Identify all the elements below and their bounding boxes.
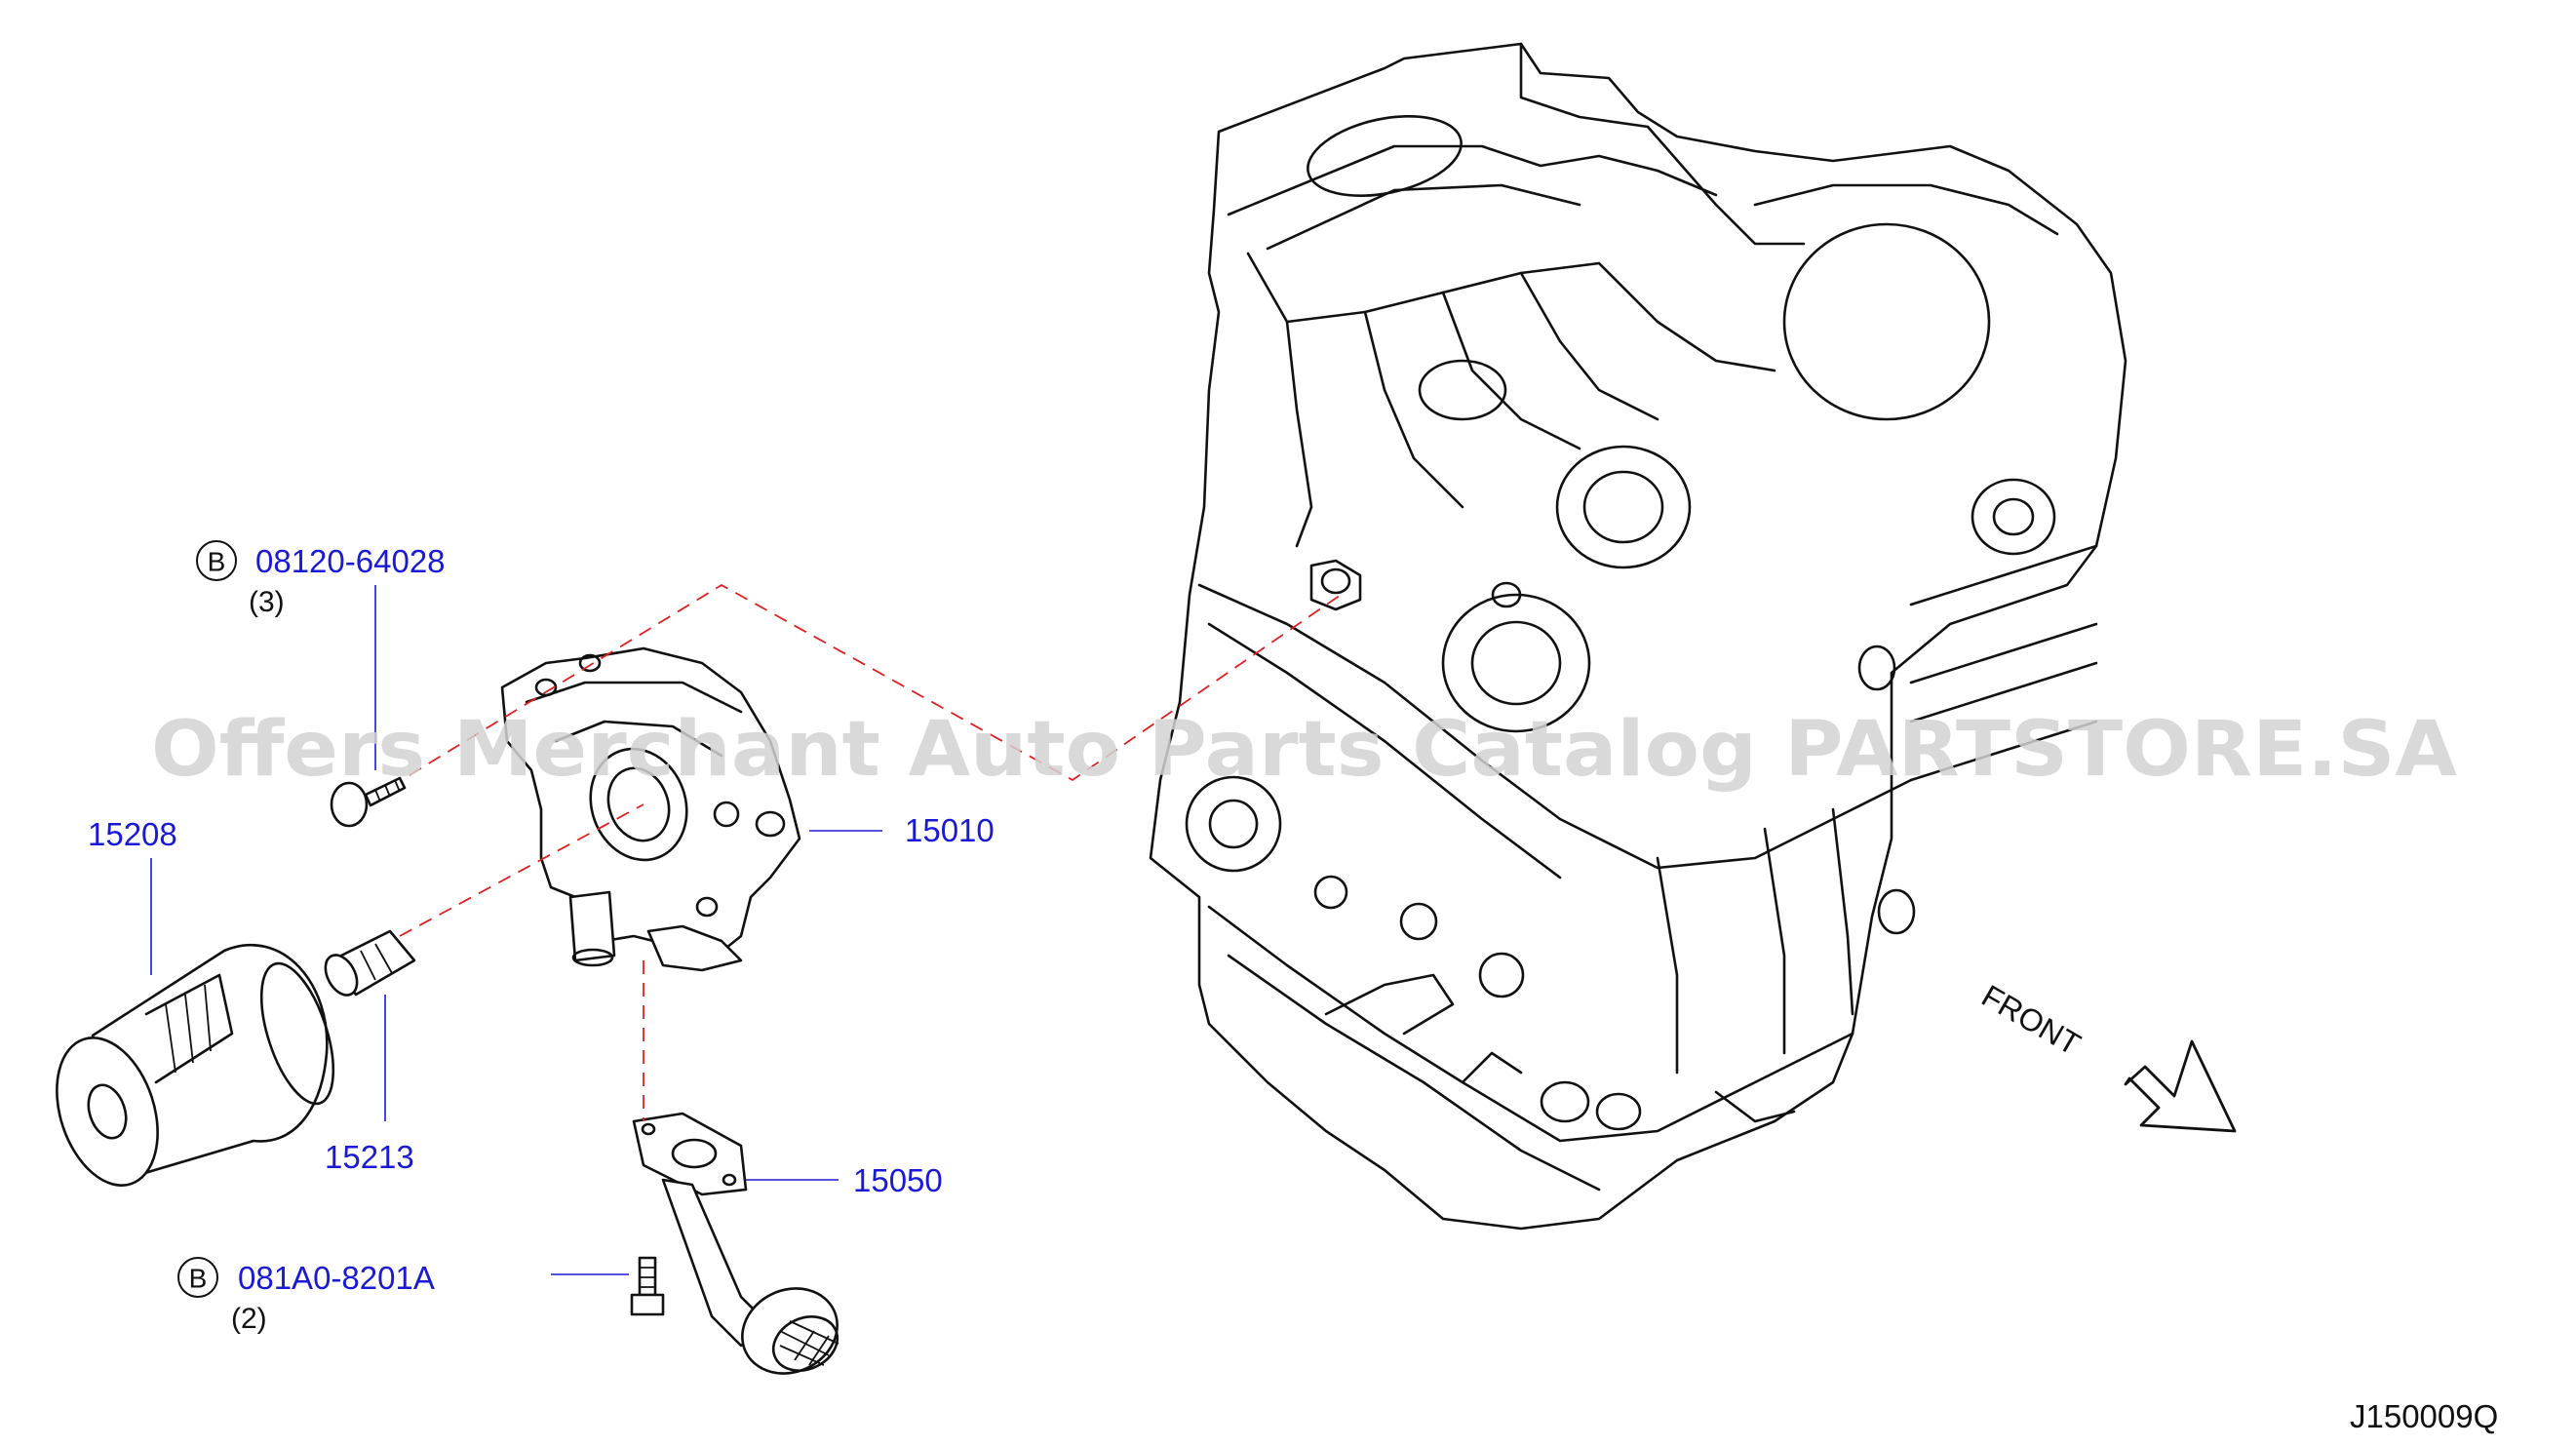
filter-stud-illustration (324, 929, 416, 997)
part-number-bolt-lower[interactable]: 081A0-8201A (238, 1260, 435, 1296)
part-number-strainer[interactable]: 15050 (853, 1162, 943, 1198)
b-marker-lower: B (189, 1264, 208, 1294)
bolt-upper-illustration (330, 776, 407, 828)
diagram-code: J150009Q (2350, 1398, 2498, 1434)
watermark-text: Offers Merchant Auto Parts Catalog PARTS… (151, 706, 2457, 794)
quantity-bolt-lower: (2) (231, 1303, 267, 1335)
quantity-bolt-upper: (3) (249, 586, 285, 618)
part-number-bolt-upper[interactable]: 08120-64028 (255, 543, 446, 579)
front-indicator: FRONT (1976, 978, 2237, 1133)
front-label: FRONT (1976, 978, 2087, 1062)
callout-bolt-upper[interactable]: B 08120-64028 (3) (196, 540, 446, 618)
oil-filter-illustration (56, 944, 335, 1187)
front-arrow-icon (2124, 1039, 2237, 1133)
callout-bolt-lower[interactable]: B 081A0-8201A (2) (177, 1257, 435, 1335)
engine-block-illustration (1149, 42, 2127, 1231)
part-number-oil-filter[interactable]: 15208 (88, 816, 177, 852)
strainer-illustration (632, 1112, 839, 1375)
leader-lines (150, 585, 882, 1275)
b-marker-upper: B (208, 547, 226, 577)
bolt-lower-illustration (630, 1256, 665, 1316)
assembly-guide-lines (399, 583, 1342, 1121)
part-number-filter-stud[interactable]: 15213 (325, 1139, 414, 1175)
part-number-oil-pump[interactable]: 15010 (905, 812, 995, 848)
oil-pump-illustration (500, 646, 801, 972)
